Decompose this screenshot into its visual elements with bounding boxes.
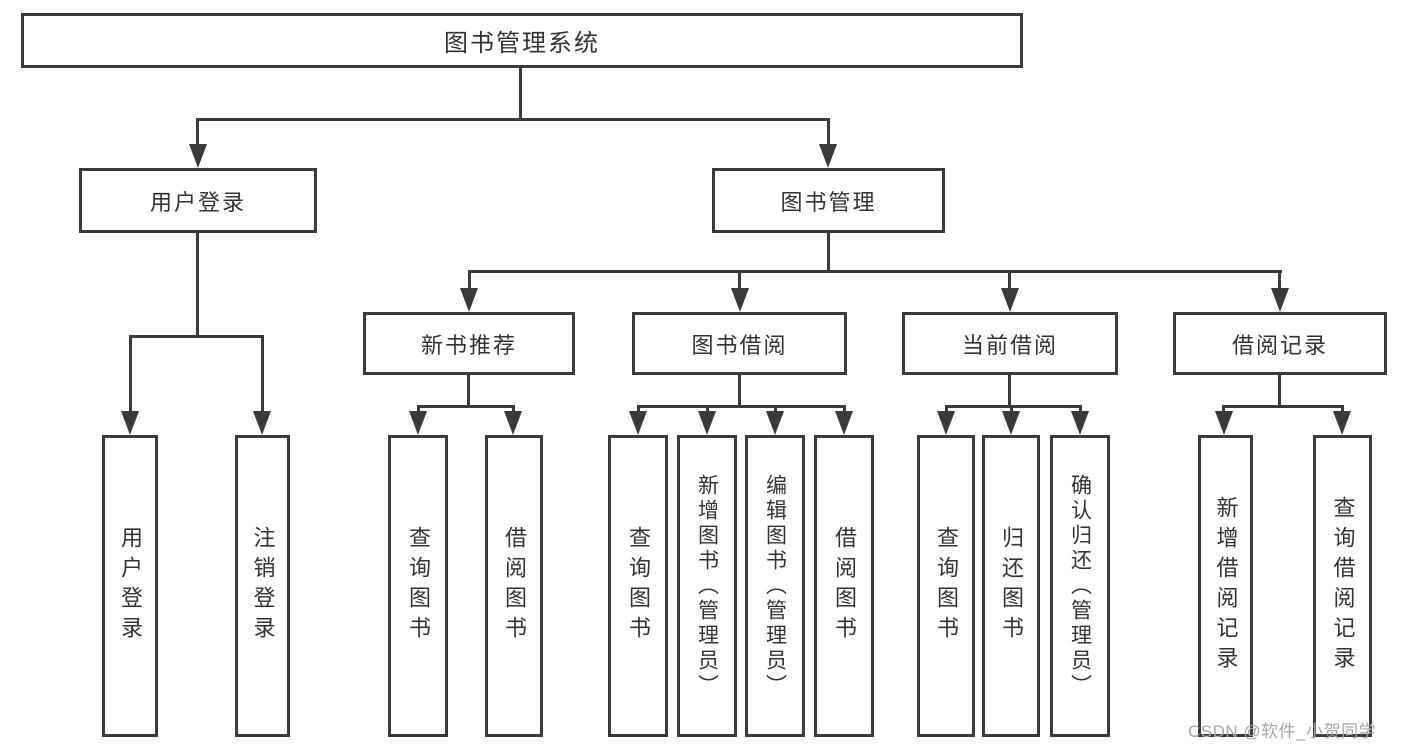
arrowhead-down-icon — [1001, 288, 1019, 312]
node-new-book-recommend-label: 新书推荐 — [420, 332, 517, 358]
arrowhead-down-icon — [253, 411, 271, 435]
connector-vline — [843, 405, 846, 414]
leaf-confirm-return-admin: 确认归还（管理员） — [1050, 435, 1110, 737]
arrowhead-down-icon — [629, 411, 647, 435]
connector-vline — [1008, 270, 1011, 291]
connector-hline — [945, 405, 1082, 408]
connector-vline — [1222, 405, 1225, 414]
connector-hline — [417, 405, 515, 408]
arrowhead-down-icon — [766, 411, 784, 435]
connector-vline — [706, 405, 709, 414]
connector-vline — [827, 231, 830, 272]
node-current-borrowing-label: 当前借阅 — [961, 332, 1058, 358]
connector-vline — [417, 405, 420, 414]
arrowhead-down-icon — [1333, 411, 1351, 435]
connector-vline — [129, 335, 132, 414]
leaf-confirm-return-admin-label: 确认归还（管理员） — [1068, 473, 1092, 699]
leaf-borrow-books-2: 借阅图书 — [814, 435, 874, 737]
arrowhead-down-icon — [731, 288, 749, 312]
connector-hline — [196, 118, 830, 121]
connector-vline — [1341, 405, 1344, 414]
node-book-borrowing-label: 图书借阅 — [691, 332, 788, 358]
node-borrow-records-label: 借阅记录 — [1231, 332, 1328, 358]
leaf-return-book-label: 归还图书 — [999, 526, 1024, 646]
arrowhead-down-icon — [409, 411, 427, 435]
arrowhead-down-icon — [819, 144, 837, 168]
arrowhead-down-icon — [504, 411, 522, 435]
arrowhead-down-icon — [189, 144, 207, 168]
connector-hline — [129, 335, 264, 338]
connector-hline — [468, 270, 1282, 273]
connector-vline — [738, 270, 741, 291]
arrowhead-down-icon — [121, 411, 139, 435]
leaf-user-login-label: 用户登录 — [118, 526, 143, 646]
leaf-query-books-1: 查询图书 — [388, 435, 448, 737]
connector-vline — [519, 66, 522, 118]
leaf-logout-label: 注销登录 — [250, 526, 276, 646]
leaf-logout: 注销登录 — [235, 435, 290, 737]
connector-vline — [261, 335, 264, 414]
connector-vline — [1079, 405, 1082, 414]
node-user-login: 用户登录 — [79, 168, 317, 233]
node-book-management: 图书管理 — [712, 168, 945, 233]
leaf-user-login: 用户登录 — [102, 435, 158, 737]
connector-vline — [637, 405, 640, 414]
arrowhead-down-icon — [1271, 288, 1289, 312]
leaf-return-book: 归还图书 — [982, 435, 1040, 737]
node-borrow-records: 借阅记录 — [1173, 312, 1387, 375]
leaf-query-books-3-label: 查询图书 — [934, 526, 959, 646]
leaf-query-borrow-record: 查询借阅记录 — [1313, 435, 1372, 737]
leaf-add-borrow-record: 新增借阅记录 — [1198, 435, 1253, 737]
node-user-login-label: 用户登录 — [149, 189, 246, 215]
connector-vline — [827, 118, 830, 148]
connector-vline — [774, 405, 777, 414]
node-book-borrowing: 图书借阅 — [632, 312, 847, 375]
csdn-watermark: CSDN @软件_小贺同学 — [1188, 722, 1377, 741]
connector-vline — [467, 373, 470, 407]
arrowhead-down-icon — [698, 411, 716, 435]
connector-vline — [738, 373, 741, 407]
arrowhead-down-icon — [937, 411, 955, 435]
node-book-management-label: 图书管理 — [780, 189, 877, 215]
node-root-label: 图书管理系统 — [444, 30, 600, 57]
leaf-query-books-2: 查询图书 — [608, 435, 668, 737]
leaf-add-book-admin: 新增图书（管理员） — [677, 435, 737, 737]
leaf-query-borrow-record-label: 查询借阅记录 — [1330, 496, 1356, 676]
leaf-borrow-books-1: 借阅图书 — [485, 435, 543, 737]
leaf-add-book-admin-label: 新增图书（管理员） — [695, 473, 719, 699]
connector-vline — [1278, 373, 1281, 407]
connector-vline — [512, 405, 515, 414]
arrowhead-down-icon — [1071, 411, 1089, 435]
connector-vline — [468, 270, 471, 291]
connector-vline — [1278, 270, 1281, 291]
leaf-edit-book-admin-label: 编辑图书（管理员） — [763, 473, 787, 699]
leaf-borrow-books-1-label: 借阅图书 — [502, 526, 527, 646]
leaf-query-books-1-label: 查询图书 — [406, 526, 431, 646]
connector-hline — [637, 405, 846, 408]
arrowhead-down-icon — [1215, 411, 1233, 435]
node-root: 图书管理系统 — [21, 13, 1023, 68]
arrowhead-down-icon — [835, 411, 853, 435]
connector-vline — [1010, 405, 1013, 414]
connector-vline — [945, 405, 948, 414]
leaf-query-books-2-label: 查询图书 — [626, 526, 651, 646]
connector-hline — [1223, 405, 1344, 408]
arrowhead-down-icon — [460, 288, 478, 312]
leaf-query-books-3: 查询图书 — [917, 435, 975, 737]
arrowhead-down-icon — [1002, 411, 1020, 435]
connector-vline — [196, 231, 199, 337]
node-new-book-recommend: 新书推荐 — [363, 312, 575, 375]
connector-vline — [196, 118, 199, 148]
connector-vline — [1008, 373, 1011, 407]
node-current-borrowing: 当前借阅 — [902, 312, 1118, 375]
leaf-edit-book-admin: 编辑图书（管理员） — [745, 435, 805, 737]
leaf-add-borrow-record-label: 新增借阅记录 — [1213, 496, 1239, 676]
leaf-borrow-books-2-label: 借阅图书 — [832, 526, 857, 646]
